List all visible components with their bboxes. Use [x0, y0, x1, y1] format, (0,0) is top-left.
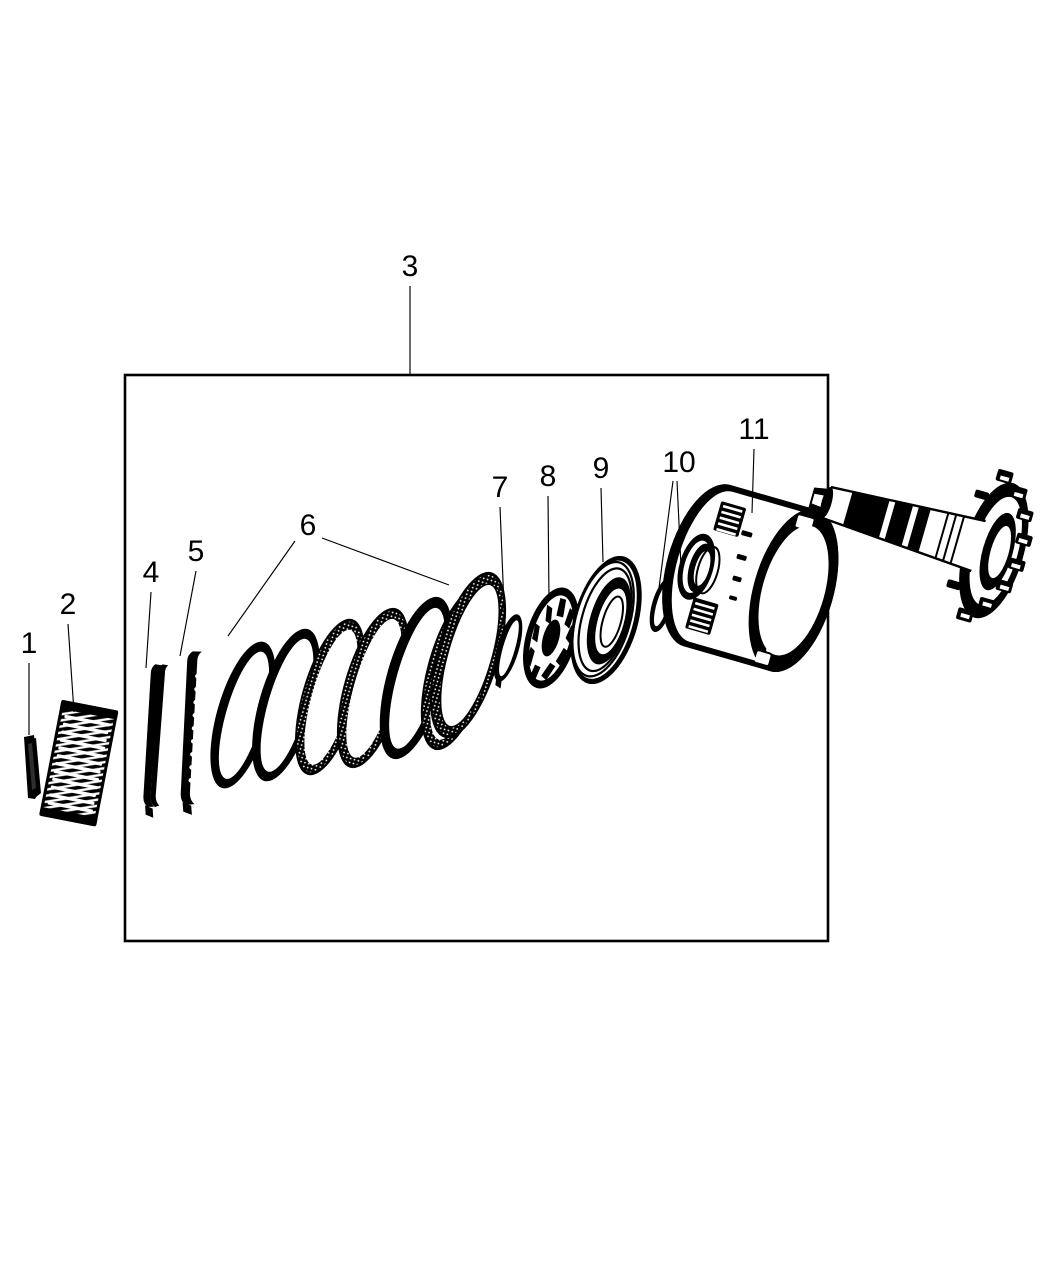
leader-line-2: [67, 623, 75, 713]
callout-number-10: 10: [662, 446, 695, 479]
callout-numbers: 1 2 3 4 5 6 7 8 9 10 11: [21, 250, 770, 660]
part-clutch-piston: [570, 555, 642, 685]
part-retaining-snap-ring: [493, 614, 523, 689]
part-wave-spring-plate: [180, 651, 202, 815]
callout-number-5: 5: [188, 535, 205, 568]
callout-number-11: 11: [738, 413, 769, 446]
part-snap-ring-selective: [143, 664, 169, 818]
part-clutch-drum-housing: [662, 484, 839, 672]
leader-line-5: [179, 570, 197, 657]
leader-line-6a: [227, 540, 296, 637]
callout-leader-lines: [28, 286, 755, 735]
leader-line-10b: [676, 480, 683, 589]
leader-line-6b: [321, 537, 450, 586]
leader-line-7: [499, 506, 506, 631]
leader-line-8: [547, 495, 550, 601]
leader-line-4: [145, 591, 152, 669]
callout-number-1: 1: [21, 627, 38, 660]
part-clutch-plate-set: [210, 571, 507, 789]
callout-number-8: 8: [540, 460, 557, 493]
callout-number-3: 3: [402, 250, 419, 283]
part-output-shaft-with-hub: [808, 469, 1034, 623]
callout-number-2: 2: [60, 588, 77, 621]
leader-line-9: [600, 487, 604, 563]
leader-line-10a: [658, 480, 674, 589]
part-spring-retainer: [523, 587, 579, 689]
callout-number-6: 6: [300, 509, 317, 542]
assembly-kit-boundary: [123, 373, 830, 943]
leader-line-11: [751, 448, 755, 514]
callout-number-4: 4: [143, 556, 160, 589]
part-needle-roller-bearing: [39, 700, 119, 827]
part-needle-roller-pin: [24, 735, 41, 799]
callout-number-7: 7: [492, 471, 509, 504]
callout-number-9: 9: [593, 452, 610, 485]
